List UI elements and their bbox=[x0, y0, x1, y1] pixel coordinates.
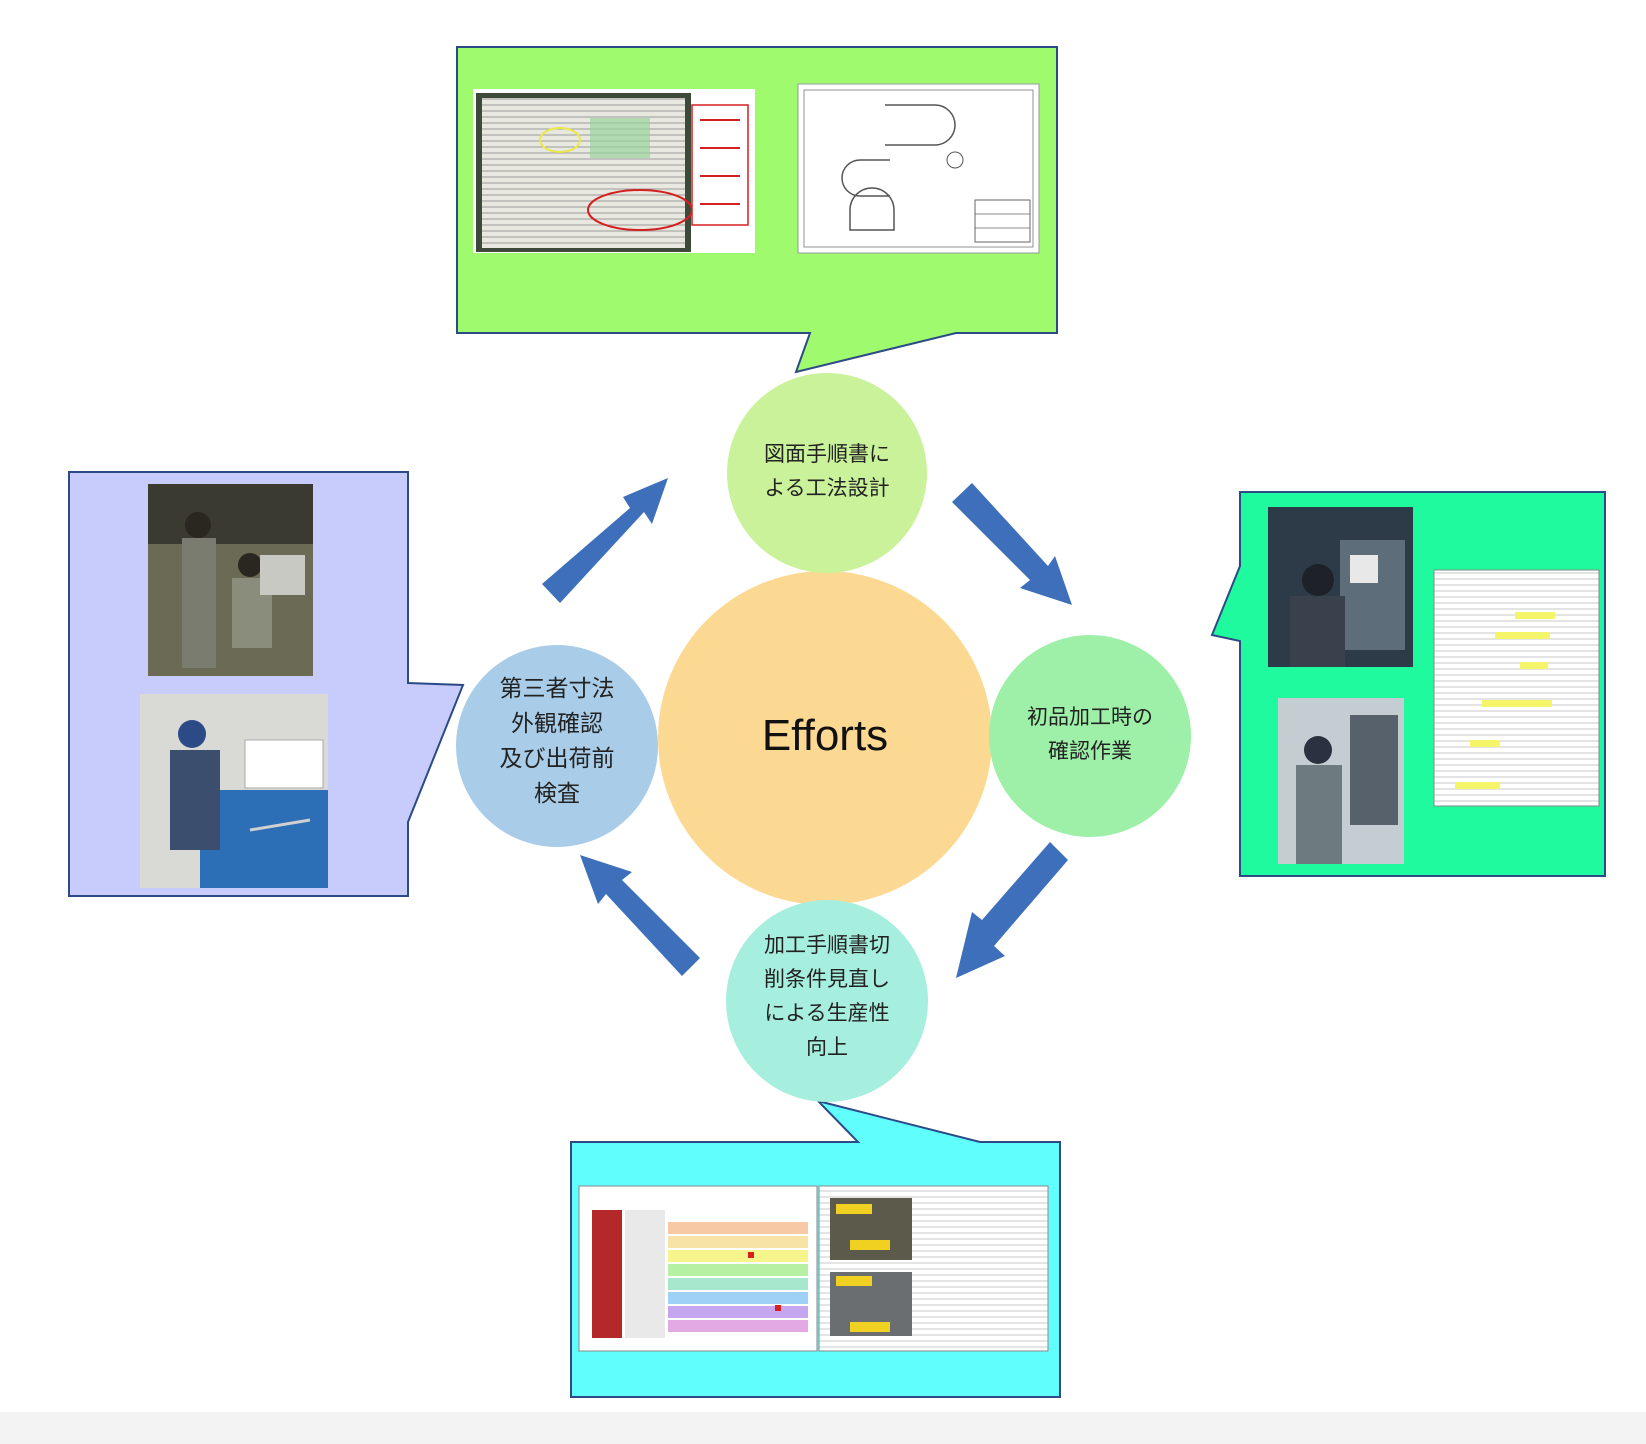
document-photo-process-sheet bbox=[473, 89, 755, 253]
operator-photo-machine bbox=[1278, 698, 1404, 864]
jig-setup-document-image bbox=[818, 1185, 1049, 1352]
step-circle-productivity bbox=[726, 900, 928, 1102]
inspector-at-desk-photo bbox=[140, 694, 328, 888]
step-label-inspection: 第三者寸法 外観確認 及び出荷前 検査 bbox=[499, 676, 615, 807]
arrow-to-first-article bbox=[952, 483, 1072, 605]
step-circle-design bbox=[727, 373, 927, 573]
cutting-conditions-table-image bbox=[578, 1185, 818, 1352]
technical-drawing-image bbox=[797, 83, 1040, 254]
cycle-arrows bbox=[542, 478, 1072, 978]
operator-photo-cnc-panel bbox=[1268, 507, 1413, 667]
step-circle-first-article bbox=[989, 635, 1191, 837]
arrow-to-design bbox=[542, 478, 668, 603]
step-label-design: 図面手順書に よる工法設計 bbox=[764, 442, 890, 500]
step-label-productivity: 加工手順書切 削条件見直し による生産性 向上 bbox=[764, 933, 890, 1059]
step-circle-inspection bbox=[456, 645, 658, 847]
workers-at-machine-photo bbox=[148, 484, 313, 676]
arrow-to-productivity bbox=[956, 842, 1068, 978]
center-circle bbox=[658, 571, 992, 905]
center-label: Efforts bbox=[761, 711, 889, 760]
checklist-document-image bbox=[1433, 569, 1600, 807]
step-label-first-article: 初品加工時の 確認作業 bbox=[1027, 705, 1153, 763]
arrow-to-inspection bbox=[580, 855, 700, 976]
bottom-bar bbox=[0, 1412, 1646, 1444]
